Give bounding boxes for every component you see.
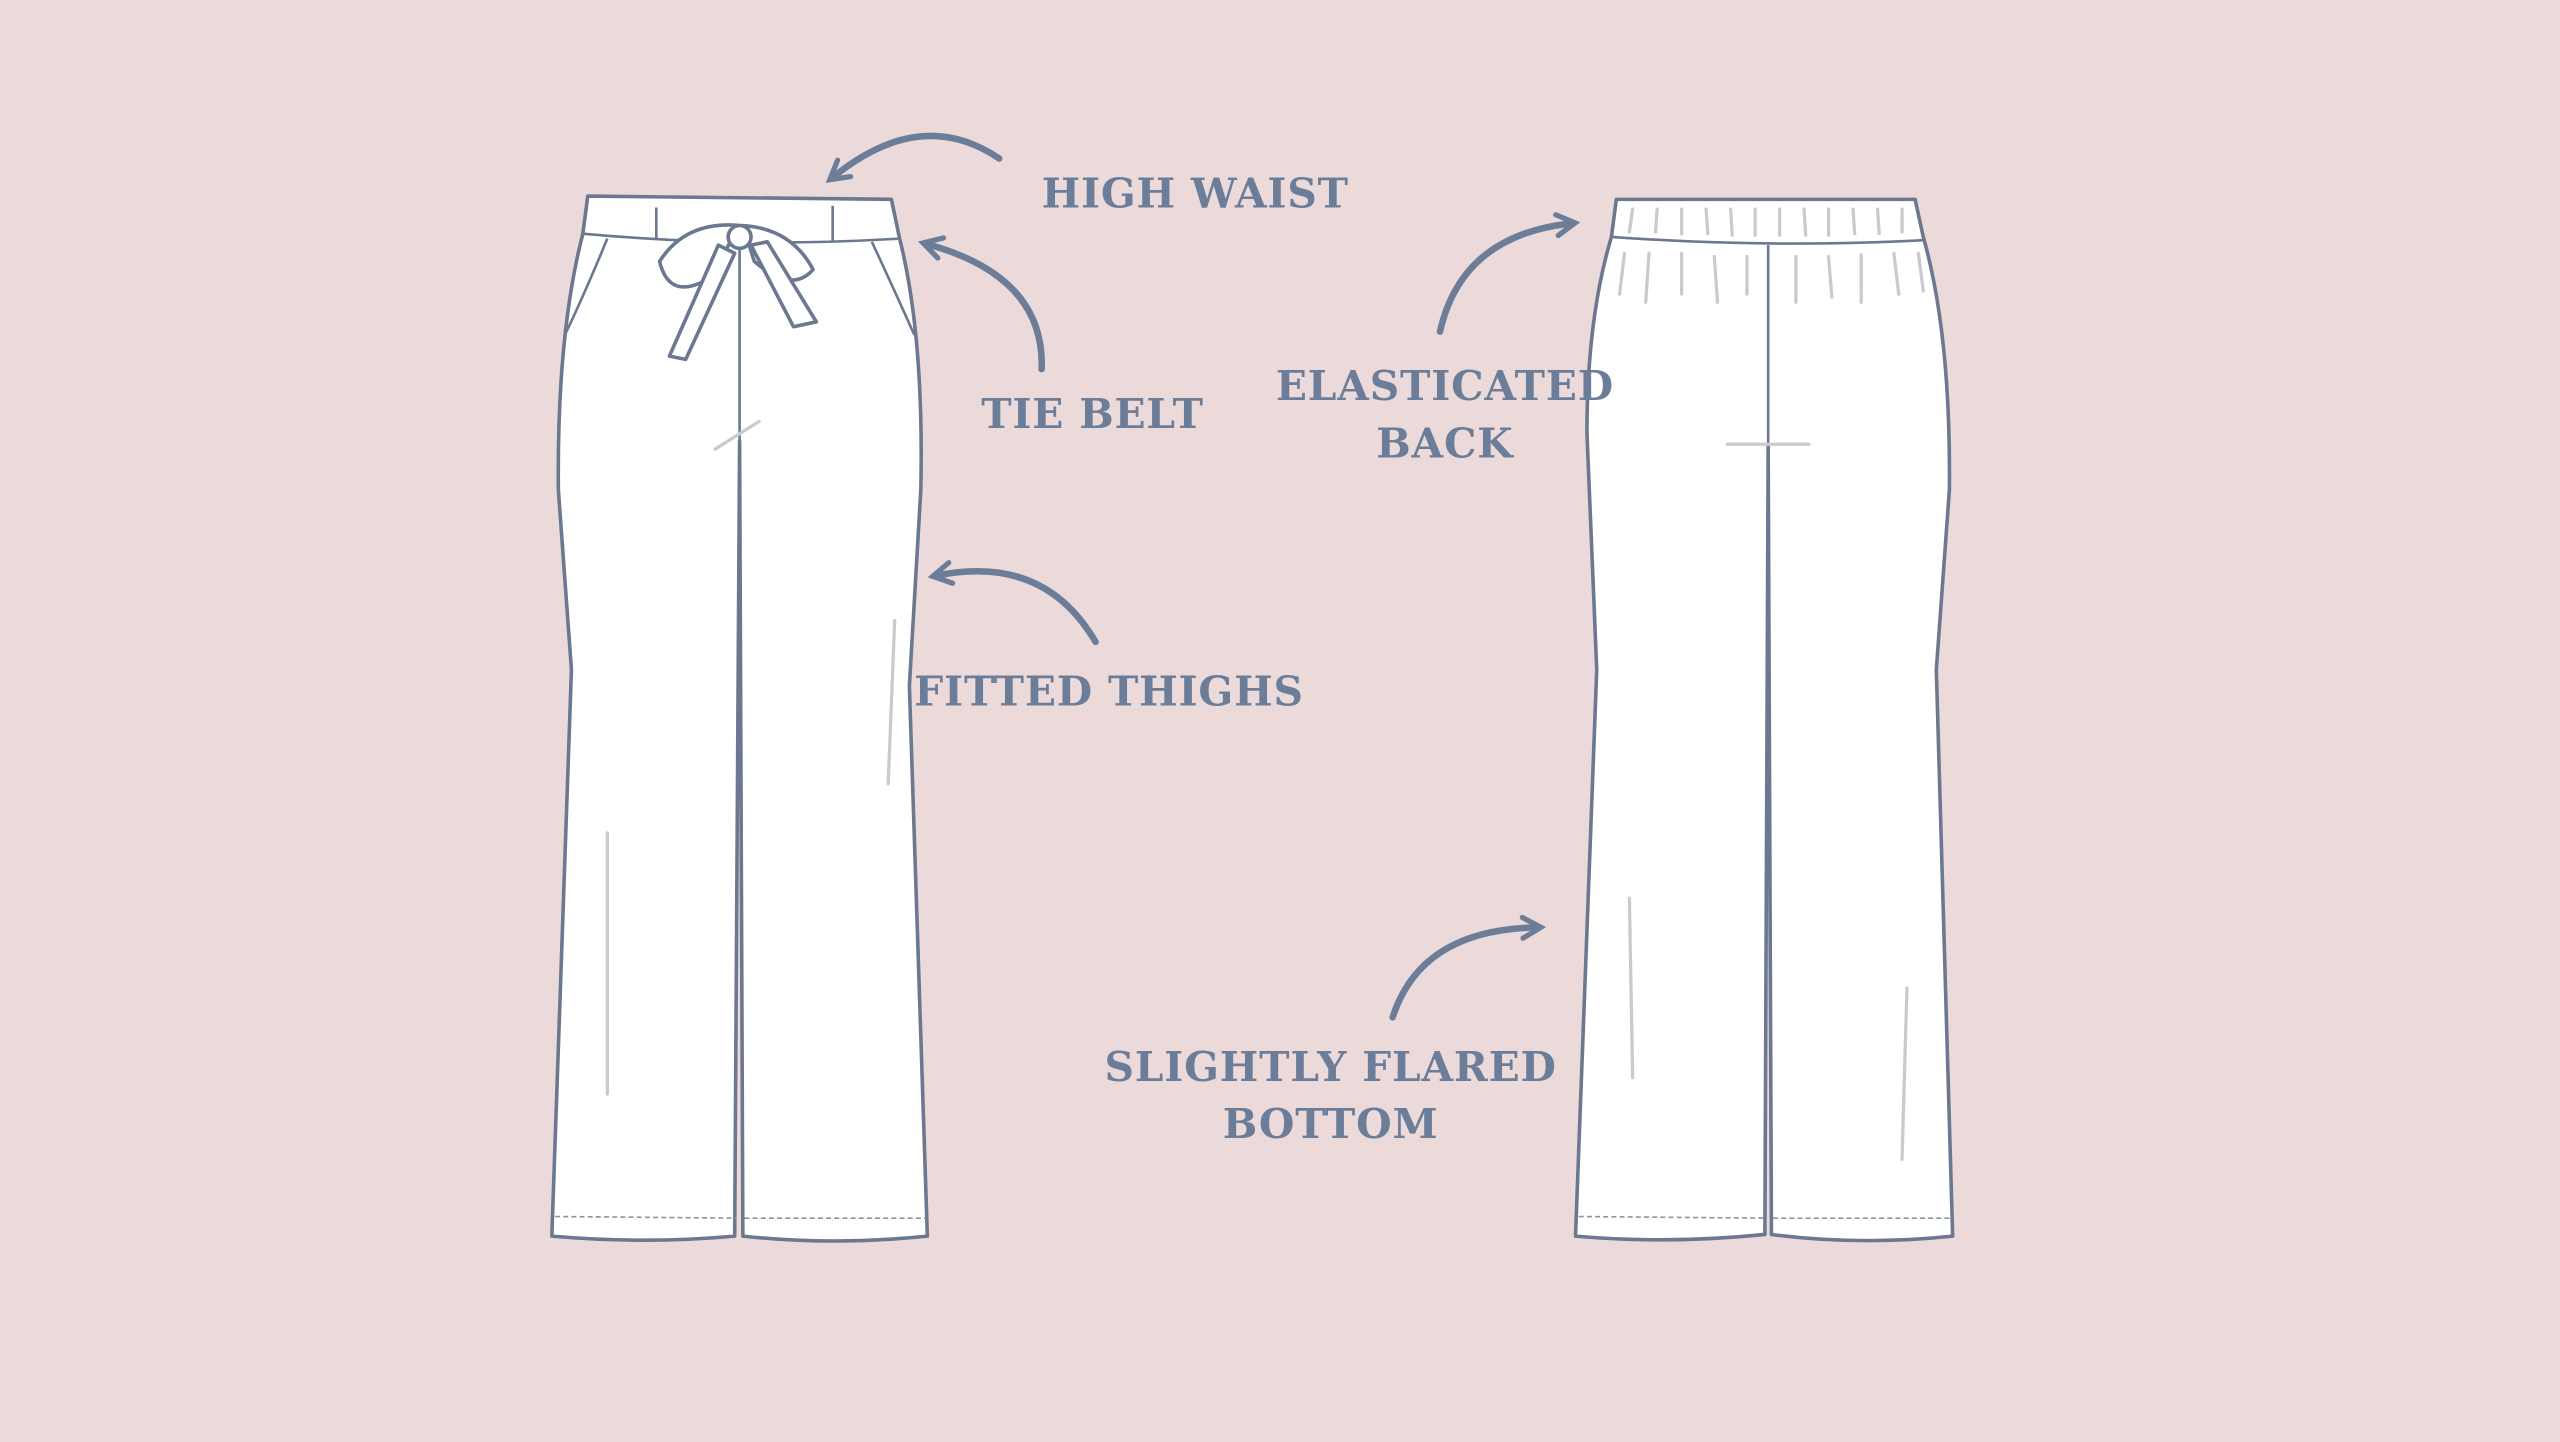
arrow-tie-belt — [918, 235, 1045, 373]
arrow-flared-bottom — [1389, 914, 1547, 1021]
arrow-high-waist — [825, 132, 1003, 184]
label-tie-belt: TIE BELT — [981, 390, 1204, 438]
front-pants-sketch — [550, 194, 930, 1243]
label-fitted-thighs: FITTED THIGHS — [914, 667, 1303, 715]
label-flared-line1: SLIGHTLY FLARED — [1104, 1043, 1556, 1091]
gathers — [1617, 207, 1925, 304]
arrow-fitted-thighs — [927, 560, 1099, 646]
arrow-elasticated-back — [1436, 212, 1581, 335]
back-pants-outline — [1573, 197, 1955, 1243]
label-elasticated-back-line1: ELASTICATED — [1276, 362, 1614, 410]
elastic-waistband — [1611, 235, 1924, 245]
front-pocket-left — [563, 238, 609, 336]
label-elasticated-back-line2: BACK — [1376, 419, 1514, 467]
front-pocket-right — [870, 241, 916, 336]
tie-belt-bow — [657, 223, 819, 362]
label-flared-line2: BOTTOM — [1223, 1100, 1439, 1148]
back-pants-sketch — [1573, 197, 1955, 1243]
label-high-waist: HIGH WAIST — [1042, 170, 1349, 218]
